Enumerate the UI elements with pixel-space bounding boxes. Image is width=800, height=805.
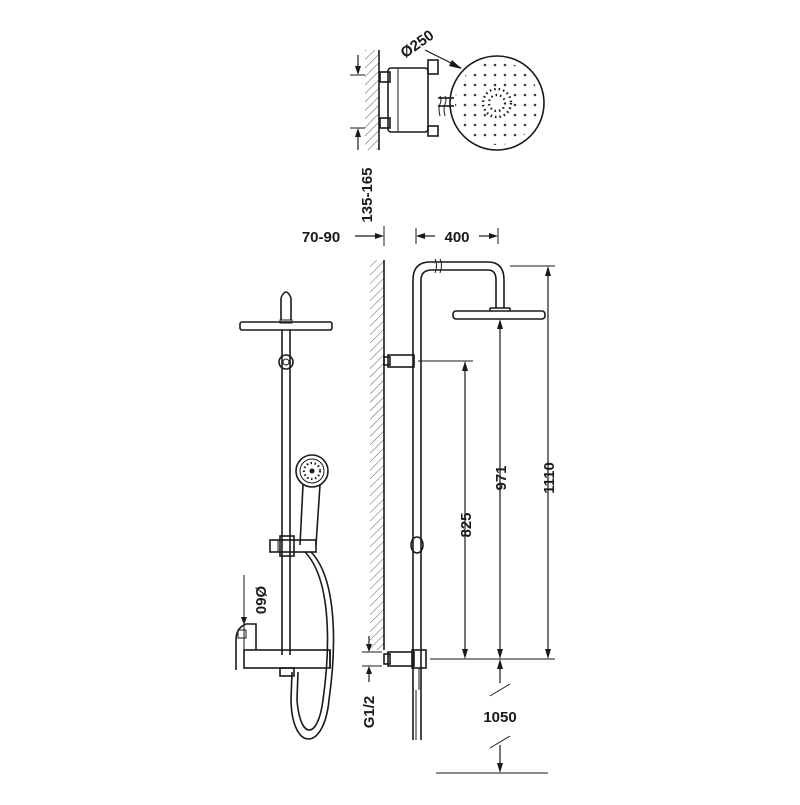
handle-diameter-dimension: Ø60 — [241, 575, 269, 625]
front-lever-handle — [235, 623, 257, 670]
head-diameter-dimension: Ø250 — [398, 27, 462, 69]
wall-spacing-label: 135-165 — [359, 167, 376, 222]
front-main-bar — [278, 330, 294, 655]
top-shower-head — [449, 55, 545, 151]
arm-reach-dimension: 400 — [415, 228, 499, 246]
wall-offset-label: 70-90 — [302, 229, 340, 246]
side-valve — [383, 649, 427, 740]
arm-reach-label: 400 — [444, 229, 469, 246]
floor-height-dimension: 1050 — [483, 659, 517, 773]
bar-height-label: 971 — [493, 465, 510, 490]
front-mixer-body — [243, 649, 331, 677]
side-view: 70-90 400 — [302, 226, 558, 774]
top-wall-hatch — [365, 50, 379, 150]
inlet-thread-dimension: G1/2 — [361, 636, 382, 728]
side-wall-hatch — [370, 260, 384, 650]
top-arm — [438, 95, 454, 117]
top-valve-body — [379, 59, 439, 137]
front-view: Ø60 — [235, 291, 335, 740]
holder-height-label: 825 — [458, 512, 475, 537]
total-height-label: 1110 — [541, 462, 558, 494]
front-top-stub — [280, 291, 292, 320]
bar-height-dimension: 971 — [493, 319, 510, 659]
wall-spacing-dimension: 135-165 — [350, 55, 376, 223]
extension-lines — [418, 265, 555, 774]
head-diameter-label: Ø250 — [398, 27, 438, 62]
side-wall-bracket — [383, 354, 415, 368]
floor-height-label: 1050 — [483, 709, 516, 726]
wall-offset-dimension: 70-90 — [302, 226, 385, 246]
inlet-thread-label: G1/2 — [361, 696, 378, 729]
front-slider — [269, 535, 317, 557]
side-shower-head — [452, 307, 546, 320]
side-riser-pipe — [410, 258, 505, 740]
holder-height-dimension: 825 — [458, 361, 475, 659]
handle-diameter-label: Ø60 — [252, 586, 269, 614]
front-hand-shower — [295, 454, 329, 546]
total-height-dimension: 1110 — [541, 266, 558, 659]
front-hose — [290, 551, 335, 740]
front-shower-head — [239, 319, 333, 331]
top-view: Ø250 135-165 — [350, 27, 545, 223]
